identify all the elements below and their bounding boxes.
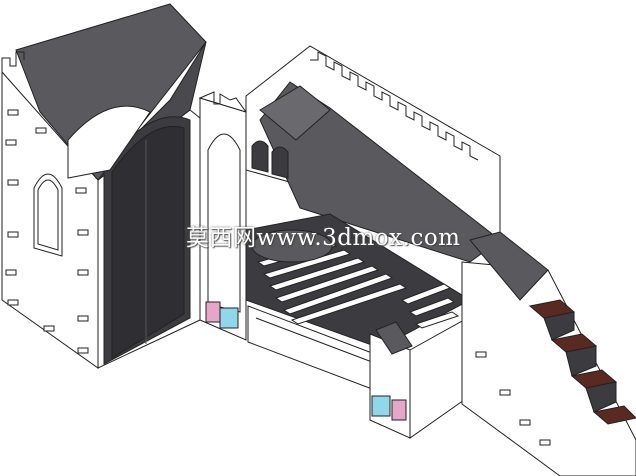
front-accent-blue [371, 395, 391, 417]
pillar-accent-pink [205, 301, 221, 323]
watermark-text: 莫西网www.3dmox.com [186, 225, 461, 251]
pillar-accent-blue [219, 307, 239, 329]
left-tower [1, 3, 207, 369]
left-tower-roof [15, 3, 207, 181]
bed-slats [245, 213, 472, 393]
staircase [461, 231, 636, 476]
front-small-tower [369, 319, 465, 439]
pillow [251, 229, 333, 263]
front-accent-pink [391, 399, 407, 421]
canopy-roof [259, 81, 501, 263]
back-wall [245, 45, 501, 263]
middle-pillar [198, 91, 248, 341]
tower-bricks [5, 109, 89, 354]
